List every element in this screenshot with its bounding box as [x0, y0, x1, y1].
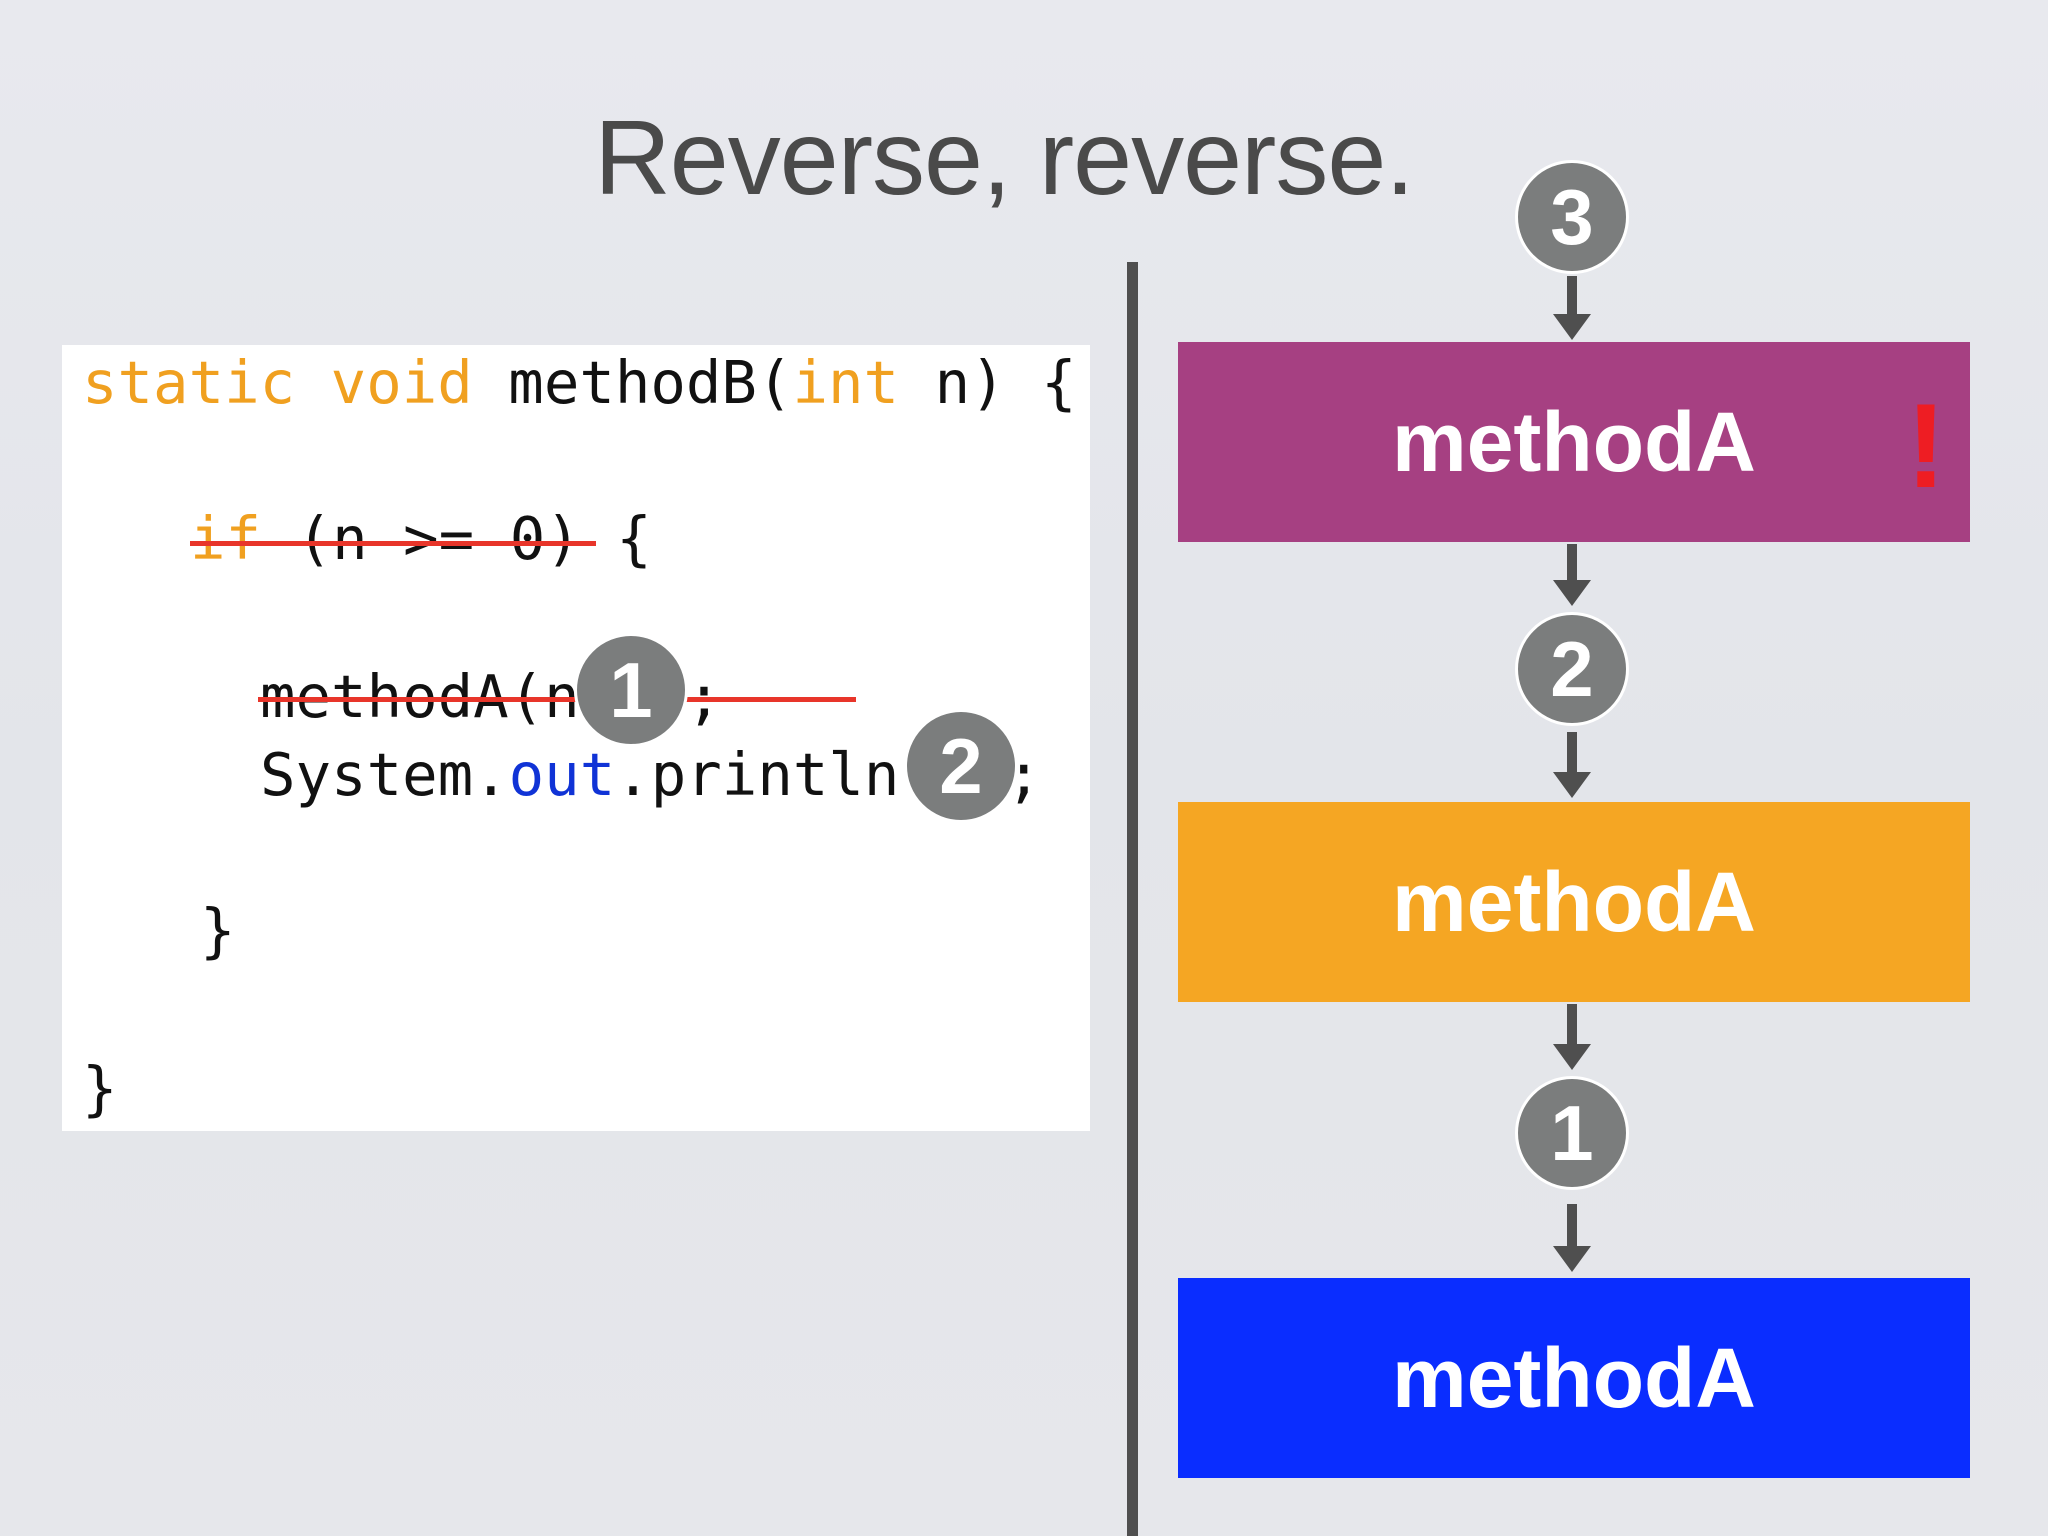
out-field: out	[508, 740, 616, 809]
keyword-void: void	[330, 348, 473, 417]
down-arrow-icon	[1553, 544, 1591, 606]
alert-icon: !	[1906, 379, 1946, 513]
if-condition: (n >= 0)	[296, 504, 581, 573]
method-name: methodB(	[508, 348, 793, 417]
vertical-divider	[1127, 262, 1138, 1536]
down-arrow-icon	[1553, 732, 1591, 798]
step-badge-2: 2	[904, 709, 1018, 823]
stack-frame-bottom: methodA	[1178, 1278, 1970, 1478]
stack-frame-label: methodA	[1392, 854, 1756, 949]
stack-frame-top: methodA !	[1178, 342, 1970, 542]
strikethrough-call	[258, 697, 856, 702]
stack-frame-label: methodA	[1392, 1330, 1756, 1425]
code-line-signature: static void methodB(int n) {	[82, 353, 1077, 412]
down-arrow-icon	[1553, 276, 1591, 340]
step-badge-1: 1	[574, 633, 688, 747]
system-text: System.	[260, 740, 509, 809]
stack-badge-3: 3	[1515, 160, 1629, 274]
param-close: n) {	[934, 348, 1077, 417]
code-line-close-method: }	[82, 1054, 118, 1123]
stack-frame-label: methodA	[1392, 394, 1756, 489]
code-line-if: if (n >= 0) {	[190, 509, 652, 568]
keyword-if: if	[190, 504, 262, 573]
down-arrow-icon	[1553, 1004, 1591, 1070]
keyword-int: int	[792, 348, 900, 417]
slide-title: Reverse, reverse.	[594, 99, 1415, 217]
stack-badge-1: 1	[1515, 1076, 1629, 1190]
down-arrow-icon	[1553, 1204, 1591, 1272]
stack-frame-middle: methodA	[1178, 802, 1970, 1002]
keyword-static: static	[82, 348, 296, 417]
stack-badge-2: 2	[1515, 612, 1629, 726]
if-open-brace: {	[616, 504, 652, 573]
code-line-close-if: }	[200, 896, 236, 965]
strikethrough-if	[190, 541, 596, 546]
